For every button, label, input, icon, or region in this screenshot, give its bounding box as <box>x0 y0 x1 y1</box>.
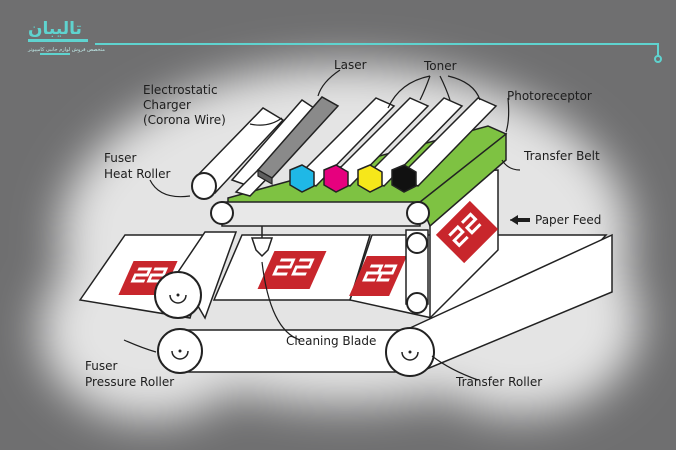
fuser-heat-roller <box>191 107 285 200</box>
label-charger-line1: Electrostatic <box>143 83 218 97</box>
leader-lines <box>123 69 530 381</box>
label-cleaning-blade: Cleaning Blade <box>286 334 376 348</box>
label-laser: Laser <box>334 58 367 72</box>
label-fuser-pressure-line1: Fuser <box>85 359 117 373</box>
label-transfer-belt: Transfer Belt <box>523 149 600 163</box>
fuser-heat-roller-lower <box>154 231 238 320</box>
laser-unit <box>256 96 340 186</box>
paper-feed-arrow-icon <box>510 215 530 225</box>
label-photoreceptor: Photoreceptor <box>507 89 592 103</box>
cleaning-blade <box>250 226 274 258</box>
label-fuser-heat-line2: Heat Roller <box>104 167 170 181</box>
label-fuser-pressure-line2: Pressure Roller <box>85 375 174 389</box>
logo-subtitle: متخصص فروش لوازم جانبی کامپیوتر <box>27 47 105 53</box>
decorative-corner-line <box>95 43 662 63</box>
transfer-roller <box>385 233 613 378</box>
label-fuser-heat-line1: Fuser <box>104 151 136 165</box>
label-charger-line3: (Corona Wire) <box>143 113 226 127</box>
label-toner: Toner <box>423 59 457 73</box>
labels: Laser Toner Photoreceptor Electrostatic … <box>85 58 601 389</box>
toner-cartridges <box>289 97 498 193</box>
toner-cartridge-cyan <box>289 97 396 193</box>
logo-title: تالیبان <box>28 19 82 39</box>
toner-cartridge-black <box>391 97 498 193</box>
brand-logo: تالیبان متخصص فروش لوازم جانبی کامپیوتر <box>27 19 105 55</box>
label-paper-feed: Paper Feed <box>535 213 601 227</box>
toner-cartridge-magenta <box>323 97 430 193</box>
label-transfer-roller: Transfer Roller <box>455 375 542 389</box>
paper-sheet-middle <box>212 234 372 301</box>
label-charger-line2: Charger <box>143 98 191 112</box>
toner-cartridge-yellow <box>357 97 464 193</box>
